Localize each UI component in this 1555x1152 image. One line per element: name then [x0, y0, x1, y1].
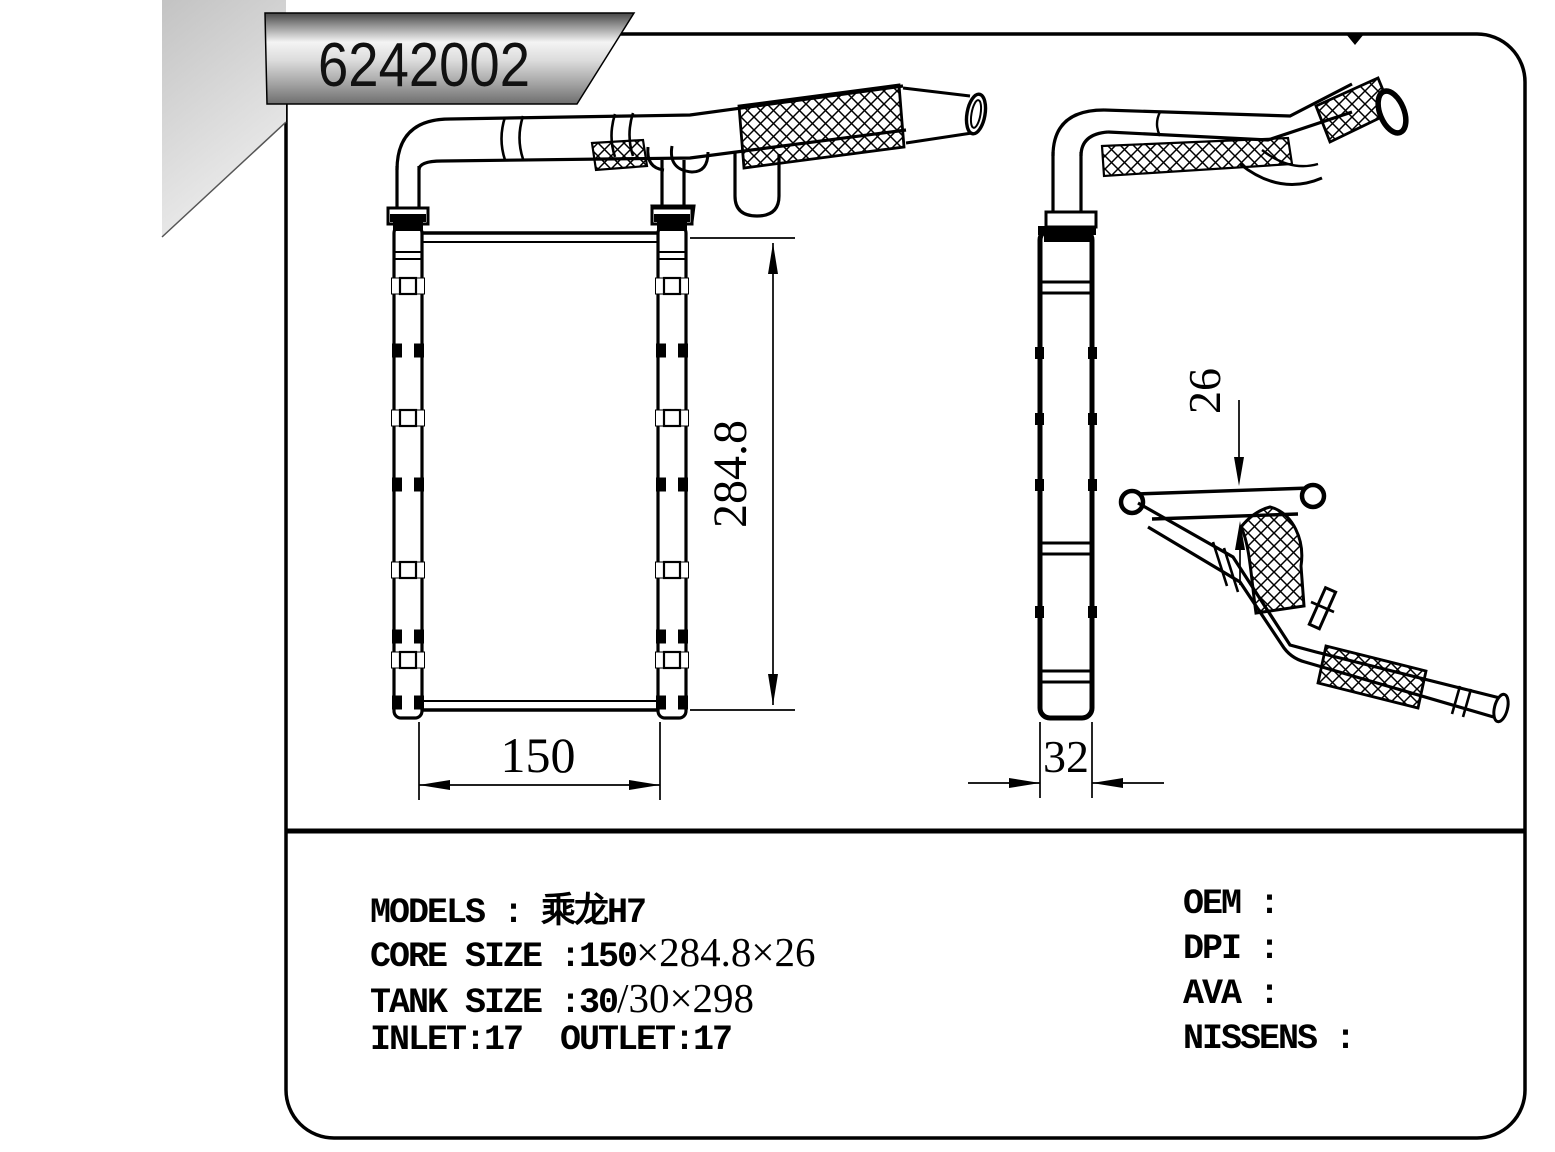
core-size-value: ×284.8×26 — [636, 929, 816, 975]
oem-label: OEM : — [1183, 884, 1280, 924]
dim-pipe-offset: 26 — [1179, 368, 1230, 414]
models-value: MODELS : 乘龙H7 — [370, 893, 647, 933]
corner-fold-decoration — [161, 0, 287, 238]
spec-row-nissens: NISSENS : — [1183, 1019, 1356, 1059]
spec-row-ava: AVA : — [1183, 974, 1280, 1014]
side-view-dimensions: 32 — [968, 722, 1164, 798]
inlet-outlet-value: INLET:17 OUTLET:17 — [370, 1020, 733, 1060]
side-view — [1035, 76, 1409, 721]
pipe-assembly-view — [1118, 482, 1510, 724]
frame-notch — [1346, 34, 1364, 45]
nissens-label: NISSENS : — [1183, 1019, 1356, 1059]
spec-row-tank-size: TANK SIZE :30 /30×298 — [370, 974, 754, 1023]
spec-row-core-size: CORE SIZE :150 ×284.8×26 — [370, 928, 816, 977]
pipe-view-dimensions: 26 — [1179, 368, 1245, 585]
frame-border — [284, 32, 1527, 1140]
front-view — [386, 83, 988, 720]
spec-row-models: MODELS : 乘龙H7 — [370, 882, 647, 933]
title-banner: 6242002 — [264, 12, 636, 105]
spec-row-inlet-outlet: INLET:17 OUTLET:17 — [370, 1020, 733, 1060]
spec-row-dpi: DPI : — [1183, 929, 1280, 969]
core-size-label: CORE SIZE :150 — [370, 937, 638, 977]
dim-core-height: 284.8 — [704, 420, 757, 528]
tank-size-label: TANK SIZE :30 — [370, 983, 619, 1023]
tank-size-value: /30×298 — [617, 975, 755, 1021]
dim-tank-depth: 32 — [1043, 731, 1089, 782]
ava-label: AVA : — [1183, 974, 1280, 1014]
front-view-dimensions: 284.8 150 — [418, 237, 795, 800]
part-number: 6242002 — [318, 31, 530, 100]
title-banner-ribbon — [264, 12, 636, 105]
dim-core-width: 150 — [501, 727, 576, 783]
spec-row-oem: OEM : — [1183, 884, 1280, 924]
dpi-label: DPI : — [1183, 929, 1280, 969]
